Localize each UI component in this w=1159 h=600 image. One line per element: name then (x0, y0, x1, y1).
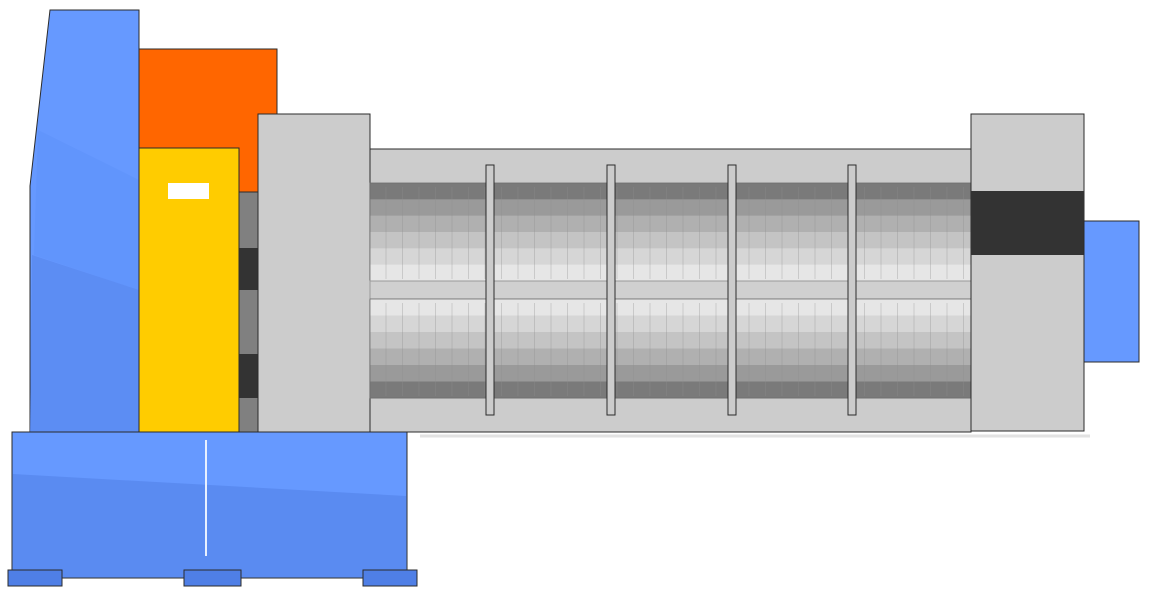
gearbox-nameplate (168, 183, 209, 199)
base-foot-left (7, 569, 63, 587)
drum-shade-band (370, 264, 971, 282)
left-frame-tower (29, 9, 140, 434)
drum-shade-band (370, 183, 971, 200)
inlet-end-block (257, 113, 371, 434)
drum-support-rib (727, 164, 737, 416)
drum-shade-band (370, 315, 971, 333)
drum-shade-band (370, 199, 971, 217)
drum-support-rib (606, 164, 616, 416)
outlet-end-block (970, 113, 1085, 432)
drive-coupling (237, 191, 259, 434)
drum-support-rib (485, 164, 495, 416)
drum-shade-band (370, 332, 971, 349)
drum-shade-band (370, 348, 971, 366)
drum-shade-band (370, 248, 971, 266)
drum-shade-band (370, 365, 971, 382)
discharge-port (1083, 220, 1140, 363)
base-skid (7, 431, 418, 587)
drum-shade-band (370, 232, 971, 249)
drum-shade-band (370, 299, 971, 316)
drum-shade-band (370, 215, 971, 233)
drum-support-ribs (485, 164, 857, 416)
lower-screen-drum (369, 298, 972, 399)
base-foot-middle (183, 569, 242, 587)
outlet-dark-band (971, 191, 1084, 255)
upper-screen-drum (369, 182, 972, 282)
base-foot-right (362, 569, 418, 587)
drum-support-rib (847, 164, 857, 416)
gearbox (138, 147, 240, 434)
screen-drum-assembly (369, 148, 972, 433)
center-shaft-band (369, 280, 972, 300)
drum-shade-band (370, 381, 971, 399)
